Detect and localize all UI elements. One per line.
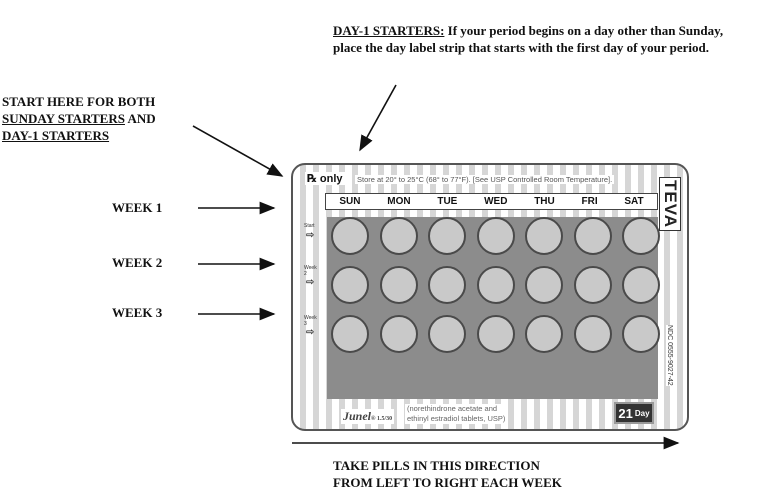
day1-arrow	[359, 84, 397, 152]
day-label: WED	[484, 196, 508, 207]
pill-blister	[525, 266, 563, 304]
brand-dose: ® 1.5/30	[371, 416, 393, 422]
side-logo: TEVA	[659, 177, 681, 232]
brand-text: Junel	[343, 409, 372, 423]
pill-blister	[379, 217, 418, 255]
row-week3-label: Week 3	[304, 315, 317, 327]
direction-note: TAKE PILLS IN THIS DIRECTION FROM LEFT T…	[333, 457, 562, 491]
row-arrow-icon: ⇨	[306, 277, 315, 288]
pill-blister	[428, 315, 466, 353]
week-3-label: WEEK 3	[112, 305, 163, 320]
row-week2-label: Week 2	[304, 265, 317, 277]
pill-blister	[573, 266, 612, 304]
pill-blister	[331, 217, 369, 255]
pill-blister	[622, 315, 660, 353]
start-line1: START HERE FOR BOTH	[2, 94, 156, 109]
direction-line2: FROM LEFT TO RIGHT EACH WEEK	[333, 475, 562, 490]
week-2-label: WEEK 2	[112, 255, 163, 270]
start-sunday: SUNDAY STARTERS	[2, 111, 125, 126]
day-label: TUE	[437, 196, 458, 207]
generic-name: (norethindrone acetate and ethinyl estra…	[405, 404, 508, 424]
pill-blister	[525, 315, 563, 353]
pill-blister	[622, 217, 660, 255]
pill-blister	[573, 315, 612, 353]
day1-heading: DAY-1 STARTERS:	[333, 23, 445, 38]
row-start-label: Start	[304, 223, 315, 229]
pill-card: ℞ only Store at 20° to 25°C (68° to 77°F…	[291, 163, 689, 431]
start-and: AND	[124, 111, 156, 126]
brand-name: Junel® 1.5/30	[341, 409, 395, 424]
start-here-note: START HERE FOR BOTH SUNDAY STARTERS AND …	[2, 93, 202, 144]
day-label: THU	[534, 196, 555, 207]
day-word: Day	[634, 408, 650, 418]
pill-blister	[573, 217, 612, 255]
pill-blister	[622, 266, 660, 304]
row-arrow-icon: ⇨	[306, 230, 315, 241]
start-day1: DAY-1 STARTERS	[2, 128, 110, 143]
day-label: SAT	[624, 196, 644, 207]
day-label: FRI	[581, 196, 598, 207]
pill-blister	[379, 266, 418, 304]
pill-blister	[428, 266, 466, 304]
pill-blister	[428, 217, 466, 255]
pill-blister	[476, 266, 515, 304]
pill-blister	[331, 315, 369, 353]
week-1-label: WEEK 1	[112, 200, 163, 215]
generic-line2: ethinyl estradiol tablets, USP)	[407, 414, 506, 423]
pill-blister	[331, 266, 369, 304]
pill-blister	[476, 315, 515, 353]
generic-line1: (norethindrone acetate and	[407, 404, 498, 413]
pill-blister	[379, 315, 418, 353]
day1-starters-note: DAY-1 STARTERS: If your period begins on…	[333, 22, 733, 56]
rx-only-label: ℞ only	[305, 172, 345, 185]
pill-blister	[525, 217, 563, 255]
day-count-badge: 21 Day	[614, 402, 654, 424]
ndc-code: NDC 0555-9027-42	[666, 325, 673, 386]
day-count: 21	[618, 405, 633, 421]
pill-blister	[476, 217, 515, 255]
direction-line1: TAKE PILLS IN THIS DIRECTION	[333, 458, 540, 473]
day-label: SUN	[339, 196, 361, 207]
row-arrow-icon: ⇨	[306, 327, 315, 338]
day1-text: If your period begins on a day other tha…	[333, 23, 724, 55]
day-label-strip: SUN MON TUE WED THU FRI SAT	[325, 193, 658, 210]
start-here-arrow	[192, 125, 284, 177]
day-label: MON	[387, 196, 411, 207]
storage-text: Store at 20° to 25°C (68° to 77°F). [See…	[355, 175, 615, 184]
